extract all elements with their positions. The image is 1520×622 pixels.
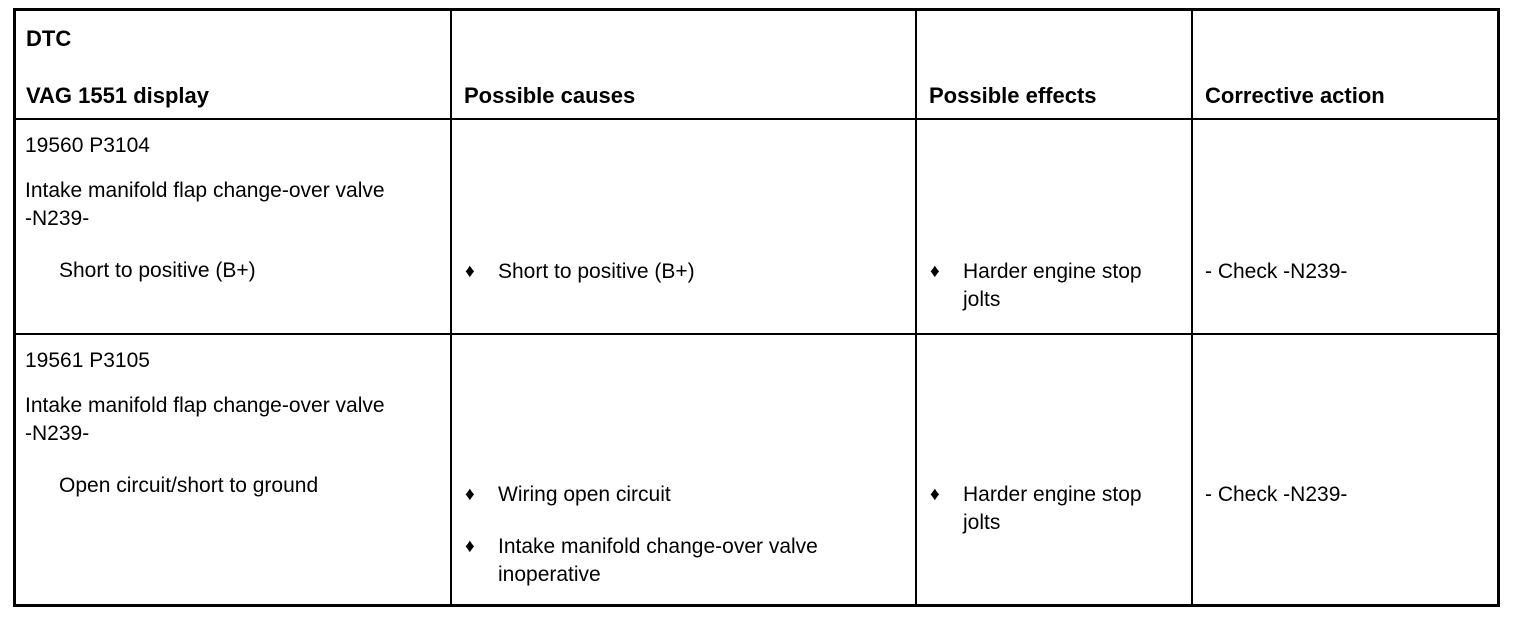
dtc-fault-type: Short to positive (B+) [59,259,256,282]
cause-text: Short to positive (B+) [498,260,695,283]
corrective-action-text: - Check -N239- [1205,483,1348,506]
cause-text: Wiring open circuit [498,483,671,506]
cause-item: ♦ Wiring open circuit [465,481,909,509]
header-dtc-label: DTC [26,26,72,51]
header-dtc-display: DTC VAG 1551 display [16,11,452,120]
header-possible-causes-label: Possible causes [464,83,636,108]
table-row-1-effects-cell: ♦ Harder engine stop jolts [917,120,1193,335]
header-corrective-action-label: Corrective action [1205,83,1385,108]
header-corrective-action: Corrective action [1193,11,1497,120]
cause-item: ♦ Intake manifold change-over valve inop… [465,533,909,589]
dtc-fault-type: Open circuit/short to ground [59,474,319,497]
table-row-2-dtc-cell: 19561 P3105 Intake manifold flap change-… [16,335,452,604]
dtc-code: 19561 P3105 [25,349,150,372]
table-row-1-action-cell: - Check -N239- [1193,120,1497,335]
dtc-code: 19560 P3104 [25,134,150,157]
table-row-1-causes-cell: ♦ Short to positive (B+) [452,120,917,335]
header-vag-display-label: VAG 1551 display [26,83,210,108]
header-possible-causes: Possible causes [452,11,917,120]
diamond-bullet-icon: ♦ [465,261,475,282]
effect-text: Harder engine stop jolts [963,483,1142,534]
table-row-2-effects-cell: ♦ Harder engine stop jolts [917,335,1193,604]
diamond-bullet-icon: ♦ [930,484,940,505]
dtc-description: Intake manifold flap change-over valve -… [25,179,385,230]
diamond-bullet-icon: ♦ [930,261,940,282]
effect-item: ♦ Harder engine stop jolts [930,481,1185,537]
diamond-bullet-icon: ♦ [465,484,475,505]
effect-item: ♦ Harder engine stop jolts [930,258,1185,314]
effect-text: Harder engine stop jolts [963,260,1142,311]
dtc-fault-table: DTC VAG 1551 display Possible causes Pos… [13,8,1500,607]
dtc-description: Intake manifold flap change-over valve -… [25,394,385,445]
table-row-2-action-cell: - Check -N239- [1193,335,1497,604]
cause-text: Intake manifold change-over valve inoper… [498,535,818,586]
header-possible-effects-label: Possible effects [929,83,1097,108]
diamond-bullet-icon: ♦ [465,536,475,557]
table-row-1-dtc-cell: 19560 P3104 Intake manifold flap change-… [16,120,452,335]
header-possible-effects: Possible effects [917,11,1193,120]
cause-item: ♦ Short to positive (B+) [465,258,909,286]
table-row-2-causes-cell: ♦ Wiring open circuit ♦ Intake manifold … [452,335,917,604]
corrective-action-text: - Check -N239- [1205,260,1348,283]
